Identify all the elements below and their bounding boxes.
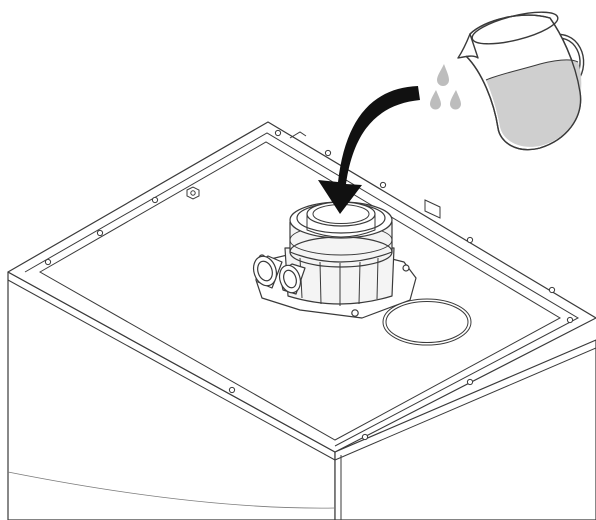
top-panel-rim [7,132,596,520]
screw-hole [44,258,52,266]
rim-screw-holes [44,129,574,441]
screw-hole [566,316,574,324]
water-droplet-icon [450,90,461,110]
screw-hole [151,196,159,204]
screw-hole [228,386,236,394]
water-droplet-icon [430,90,442,110]
flange-screw [402,264,410,272]
screw-hole [466,378,474,386]
screw-hole [96,229,104,237]
blanking-disc [382,298,472,346]
screw-hole [274,129,282,137]
flue-adaptor [252,201,417,319]
flange-screw [351,309,359,317]
jug-water [486,59,582,147]
screw-hole [466,236,474,244]
jug-icon [457,11,585,151]
screw-hole [379,181,387,189]
jug-spout [457,33,479,59]
rim-clip [424,199,441,219]
rim-notch [289,131,307,139]
water-droplet-icon [437,64,449,86]
screw-hole [361,433,369,441]
screw-hole [324,149,332,157]
curved-arrow-icon [318,86,420,214]
boiler-casing [7,121,596,520]
top-nut [186,186,200,200]
screw-hole [548,286,556,294]
water-droplets [430,64,461,110]
